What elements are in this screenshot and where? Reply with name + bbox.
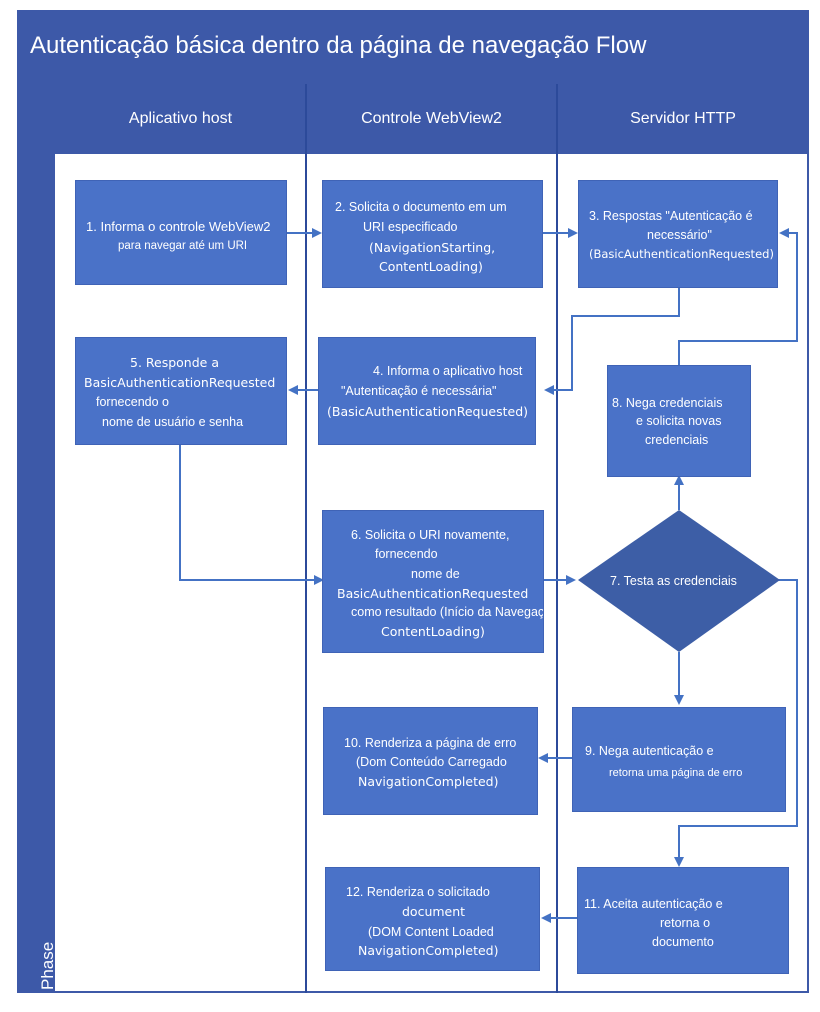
step-10-box: 10. Renderiza a página de erro (Dom Cont… xyxy=(323,707,538,815)
step-12-box: 12. Renderiza o solicitado document (DOM… xyxy=(325,867,540,971)
arrow-3-to-4 xyxy=(544,288,680,395)
phase-bar xyxy=(17,84,55,993)
lane-divider-1 xyxy=(305,84,307,993)
step-6-box: 6. Solicita o URI novamente, fornecendo … xyxy=(322,510,544,653)
lane-header-webview2-control: Controle WebView2 xyxy=(306,84,557,154)
decision-diamond xyxy=(578,510,780,652)
step-1-box: 1. Informa o controle WebView2 para nave… xyxy=(75,180,287,285)
lane-divider-2 xyxy=(556,84,558,993)
step-9-box: 9. Nega autenticação e retorna uma págin… xyxy=(572,707,786,812)
step-3-box: 3. Respostas "Autenticação é necessário"… xyxy=(578,180,778,288)
lane-header-host-app: Aplicativo host xyxy=(55,84,306,154)
step-4-box: 4. Informa o aplicativo host "Autenticaç… xyxy=(318,337,536,445)
diagram-title: Autenticação básica dentro da página de … xyxy=(30,32,647,59)
step-11-box: 11. Aceita autenticação e retorna o docu… xyxy=(577,867,789,974)
step-7-label: 7. Testa as credenciais xyxy=(610,574,737,588)
diagram-frame xyxy=(17,10,809,993)
arrow-7-to-11 xyxy=(674,579,798,867)
arrow-5-to-6 xyxy=(179,445,324,585)
step-2-box: 2. Solicita o documento em um URI especi… xyxy=(322,180,543,288)
step-8-box: 8. Nega credenciais e solicita novas cre… xyxy=(607,365,751,477)
arrow-8-to-3 xyxy=(678,228,798,365)
step-5-box: 5. Responde a BasicAuthenticationRequest… xyxy=(75,337,287,445)
title-bar xyxy=(17,10,809,84)
lane-header-http-server: Servidor HTTP xyxy=(557,84,809,154)
